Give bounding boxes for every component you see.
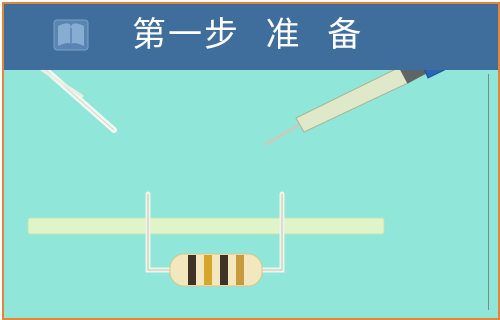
page-title: 第一步 准 备 [132,15,364,55]
divider [488,74,489,310]
header-bar: 第一步 准 备 [4,4,498,70]
resistor-icon [145,191,285,287]
book-icon [53,19,89,51]
circuit-board [27,217,385,235]
